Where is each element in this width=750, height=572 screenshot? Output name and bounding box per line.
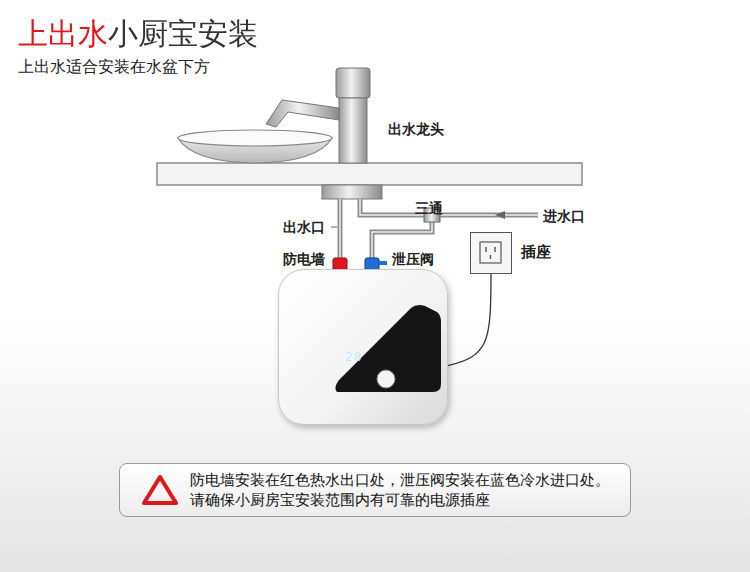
display-glass xyxy=(335,305,441,392)
sink-rim xyxy=(178,130,332,146)
faucet-body xyxy=(339,98,367,163)
leader-line xyxy=(331,227,337,228)
part-label: 三通 xyxy=(415,199,443,217)
warning-text: 请确保小厨房宝安装范围内有可靠的电源插座 xyxy=(190,490,610,510)
under-fitting xyxy=(322,185,382,199)
pressure-valve-lever xyxy=(379,261,387,265)
subtitle: 上出水适合安装在水盆下方 xyxy=(18,58,210,76)
part-label: 出水龙头 xyxy=(388,120,444,138)
inlet-arrow xyxy=(495,211,505,219)
part-label: 防电墙 xyxy=(283,250,325,268)
power-socket: 插座 xyxy=(470,232,512,274)
socket-label: 插座 xyxy=(521,243,551,262)
display-digits: 28 xyxy=(345,350,362,364)
socket-inner xyxy=(480,242,501,263)
warning-triangle xyxy=(142,474,178,506)
part-label: 出水口 xyxy=(283,218,325,236)
part-label: 进水口 xyxy=(543,207,585,225)
faucet-spout xyxy=(266,100,339,127)
hot-pipe-hl xyxy=(339,199,341,262)
hot-pipe xyxy=(338,199,343,262)
warning-text: 防电墙安装在红色热水出口处，泄压阀安装在蓝色冷水进口处。 xyxy=(190,470,610,490)
warning-box: 防电墙安装在红色热水出口处，泄压阀安装在蓝色冷水进口处。请确保小厨房宝安装范围内… xyxy=(119,463,631,517)
warning-icon xyxy=(144,477,176,503)
socket-face xyxy=(471,233,513,275)
water-heater: 28 xyxy=(278,269,448,425)
part-label: 泄压阀 xyxy=(392,250,434,268)
faucet-handle xyxy=(336,68,370,98)
display-panel xyxy=(279,270,449,426)
counter-top xyxy=(157,163,582,185)
control-knob xyxy=(377,370,395,388)
title: 上出水小厨宝安装 xyxy=(18,16,258,52)
power-cord xyxy=(448,274,491,366)
socket-holes xyxy=(486,247,495,259)
